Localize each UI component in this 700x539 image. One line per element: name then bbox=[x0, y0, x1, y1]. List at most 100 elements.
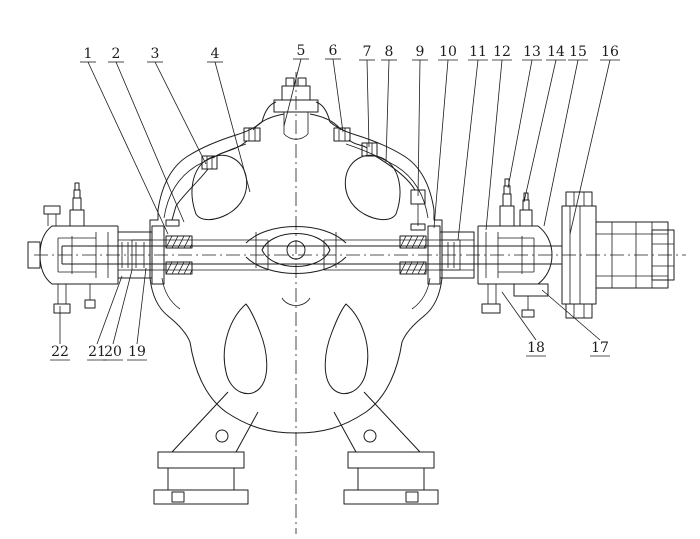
centerlines bbox=[34, 72, 686, 534]
callout-3: 3 bbox=[147, 46, 207, 165]
callout-label: 11 bbox=[469, 44, 487, 60]
packing-left-top-hatch bbox=[165, 235, 193, 249]
callout-label: 13 bbox=[523, 44, 541, 60]
leg-hole-left bbox=[215, 429, 229, 443]
pipe-union-right-1-lines bbox=[338, 128, 346, 141]
coupling-bolts-top bbox=[565, 191, 593, 207]
callout-11: 11 bbox=[457, 44, 488, 241]
callout-label: 3 bbox=[151, 46, 160, 62]
gland-tap-right bbox=[410, 223, 426, 231]
volute-lower-outline bbox=[149, 277, 443, 434]
callout-label: 6 bbox=[329, 43, 338, 59]
callout-label: 8 bbox=[385, 44, 394, 60]
bearing-right-internals bbox=[485, 232, 535, 278]
callout-leader-line bbox=[433, 59, 449, 229]
callout-leader-line bbox=[112, 269, 133, 345]
pipe-union-left-1-lines bbox=[248, 128, 256, 141]
callout-leader-line bbox=[96, 275, 123, 345]
callout-8: 8 bbox=[381, 44, 397, 163]
seal-pipe-right-b bbox=[348, 139, 368, 149]
callout-22: 22 bbox=[50, 306, 70, 361]
callout-18: 18 bbox=[501, 291, 546, 357]
bearing-left-internals bbox=[57, 232, 109, 278]
callout-15: 15 bbox=[543, 44, 588, 227]
callout-5: 5 bbox=[283, 43, 309, 127]
coupling-hub bbox=[595, 221, 669, 289]
callout-leader-line bbox=[543, 59, 579, 227]
shaft-sleeves bbox=[132, 239, 460, 271]
callout-2: 2 bbox=[108, 46, 185, 223]
foot-bolt-head-right bbox=[481, 303, 501, 314]
baseplate-right bbox=[343, 489, 439, 505]
impeller-shrouds bbox=[245, 226, 347, 274]
callout-14: 14 bbox=[523, 44, 566, 203]
suction-passage-right bbox=[344, 154, 401, 221]
pedestal-webs bbox=[167, 468, 425, 490]
callout-19: 19 bbox=[127, 267, 147, 361]
sleeve-nut-right bbox=[447, 242, 455, 268]
shaft-body bbox=[61, 245, 562, 265]
stuffing-box-left bbox=[117, 225, 193, 285]
wear-rings bbox=[255, 232, 337, 268]
drain-plug-left bbox=[84, 299, 96, 309]
dome-bolt-left bbox=[285, 77, 295, 87]
foot-bolt-head-left bbox=[53, 303, 71, 314]
volute-window-right bbox=[324, 303, 369, 394]
gland-housing-right bbox=[439, 231, 475, 279]
callout-label: 16 bbox=[601, 44, 619, 60]
oiler-stem-left bbox=[72, 197, 82, 211]
pedestal-legs bbox=[171, 391, 421, 453]
impeller-hub bbox=[286, 240, 306, 260]
callout-label: 4 bbox=[211, 46, 220, 62]
callout-leader-line bbox=[523, 59, 557, 203]
shaft-stub bbox=[552, 245, 562, 265]
casing-top-right bbox=[329, 121, 443, 232]
oiler-stem-right bbox=[502, 193, 512, 207]
pipe-union-left-2-lines bbox=[206, 156, 213, 169]
packing-right-top bbox=[399, 235, 427, 249]
callout-6: 6 bbox=[325, 43, 344, 133]
packing-left-top bbox=[165, 235, 193, 249]
pipe-union-left-1 bbox=[243, 127, 261, 142]
callout-leader-line bbox=[485, 59, 503, 231]
callout-label: 18 bbox=[527, 340, 545, 356]
seal-piping bbox=[165, 113, 426, 231]
sleeve-steps bbox=[131, 240, 461, 270]
callout-label: 7 bbox=[363, 44, 372, 60]
gland-housing-left-lines bbox=[118, 239, 152, 271]
baseplate-left bbox=[153, 489, 249, 505]
seal-pipe-right-c bbox=[374, 155, 416, 191]
volute-center-rib bbox=[281, 297, 311, 306]
pipe-union-left-2 bbox=[201, 155, 218, 170]
callout-leader-line bbox=[457, 59, 479, 241]
anchor-bolt-right bbox=[405, 491, 419, 503]
gland-housing-right-lines bbox=[440, 239, 474, 271]
pipe-union-right-1 bbox=[333, 127, 351, 142]
oiler-cap-left bbox=[73, 189, 81, 199]
packing-right-top-hatch bbox=[399, 235, 427, 249]
grease-fitting-base bbox=[519, 209, 533, 227]
dome-neck bbox=[283, 112, 309, 140]
coupling-bolts-bottom-lines bbox=[573, 304, 585, 318]
callout-4: 4 bbox=[207, 46, 251, 193]
callout-10: 10 bbox=[433, 44, 458, 229]
coupling-flange-lines bbox=[569, 206, 581, 304]
seal-pipe-left-c bbox=[171, 168, 209, 221]
callout-leader-line bbox=[541, 289, 601, 341]
oiler-tip-left bbox=[74, 182, 80, 191]
volute-inner-hints bbox=[161, 277, 431, 310]
base-foundation bbox=[153, 391, 439, 505]
pipe-union-right-2-lines bbox=[366, 143, 373, 156]
callout-7: 7 bbox=[359, 44, 375, 148]
callout-label: 5 bbox=[297, 43, 306, 59]
oiler-cap-right bbox=[503, 185, 511, 195]
foot-right bbox=[347, 451, 435, 469]
dome-bolt-right bbox=[297, 77, 307, 87]
foot-bolt-stems-left bbox=[57, 284, 67, 304]
callout-label: 14 bbox=[547, 44, 565, 60]
callout-label: 21 bbox=[88, 344, 106, 360]
leg-hole-right bbox=[363, 429, 377, 443]
callout-leader-line bbox=[385, 59, 390, 163]
bearing-end-cap-left bbox=[27, 241, 41, 269]
